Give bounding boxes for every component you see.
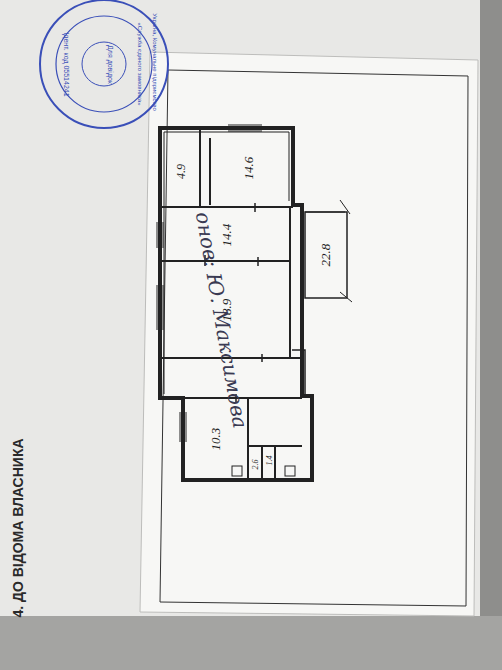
room-area-number: 2.6	[251, 459, 260, 469]
stamp-text: Україна, Комунальне підприємство	[152, 13, 158, 111]
section-heading: 4. ДО ВІДОМА ВЛАСНИКА	[10, 438, 26, 617]
plan-frame	[160, 70, 468, 606]
room-area: 14.4	[168, 212, 286, 258]
stamp-text: Для довідок	[106, 45, 113, 84]
bath-fixture	[232, 466, 242, 476]
room-area-number: 22.8	[318, 244, 334, 267]
plan-sheet	[140, 52, 478, 616]
table-edge	[0, 616, 502, 670]
room-area-number: 10.3	[208, 428, 224, 451]
room-area: 22.8	[307, 216, 345, 294]
toilet-fixture	[285, 466, 295, 476]
stamp	[40, 0, 168, 128]
stamp-text: «Служба єдиного замовника»	[137, 22, 143, 105]
table-edge	[480, 0, 502, 670]
windows	[157, 125, 262, 442]
room-area: 2.6	[249, 450, 261, 478]
stamp-text: Ідент. код 05514241	[62, 32, 69, 96]
room-area-number: 1.4	[264, 455, 273, 465]
room-area-number: 14.4	[219, 224, 235, 247]
room-area-number: 4.9	[174, 164, 189, 179]
room-area: 4.9	[166, 140, 196, 202]
room-area: 14.6	[212, 136, 286, 200]
room-area: 1.4	[263, 448, 274, 472]
room-area-number: 14.6	[241, 157, 257, 180]
walls	[160, 128, 352, 480]
